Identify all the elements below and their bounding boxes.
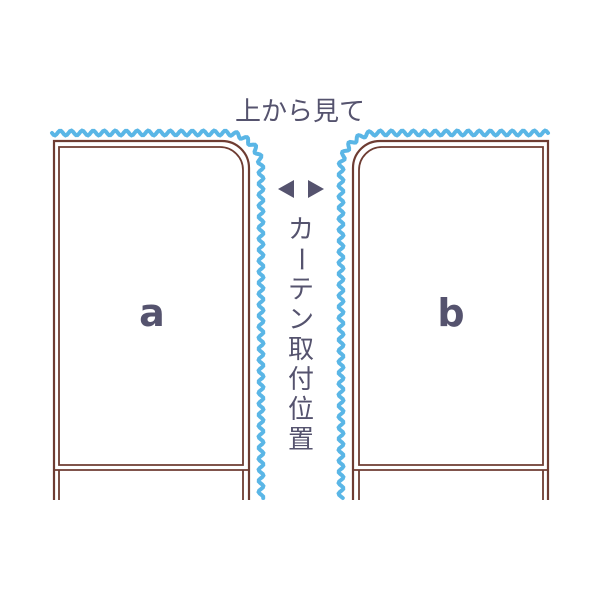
window-panel-b: b (351, 139, 550, 500)
vertical-label-char: 位 (288, 395, 314, 425)
vertical-label-char: 取 (288, 335, 314, 365)
vertical-label-char: ン (288, 305, 314, 335)
curtain-line-right (336, 128, 550, 500)
arrow-left-icon (278, 180, 294, 198)
double-arrow-icon (278, 180, 324, 198)
panel-b-outer-frame (351, 139, 550, 500)
curtain-line-left (50, 128, 266, 500)
panel-b-inner-frame (358, 146, 544, 466)
window-panel-a: a (52, 139, 251, 500)
vertical-label-char: カ (288, 215, 314, 245)
panel-a-outer-frame (52, 139, 251, 500)
vertical-label-char: 置 (288, 425, 314, 455)
panel-a-letter: a (139, 291, 165, 335)
vertical-label-char: 付 (288, 365, 314, 395)
arrow-right-icon (308, 180, 324, 198)
vertical-label-char: テ (288, 275, 314, 305)
panel-a-inner-frame (58, 146, 244, 466)
vertical-label-char: ー (285, 246, 315, 272)
vertical-label: カ ー テ ン 取 付 位 置 (285, 215, 315, 455)
panel-b-letter: b (437, 291, 464, 335)
top-label: 上から見て (235, 97, 365, 127)
